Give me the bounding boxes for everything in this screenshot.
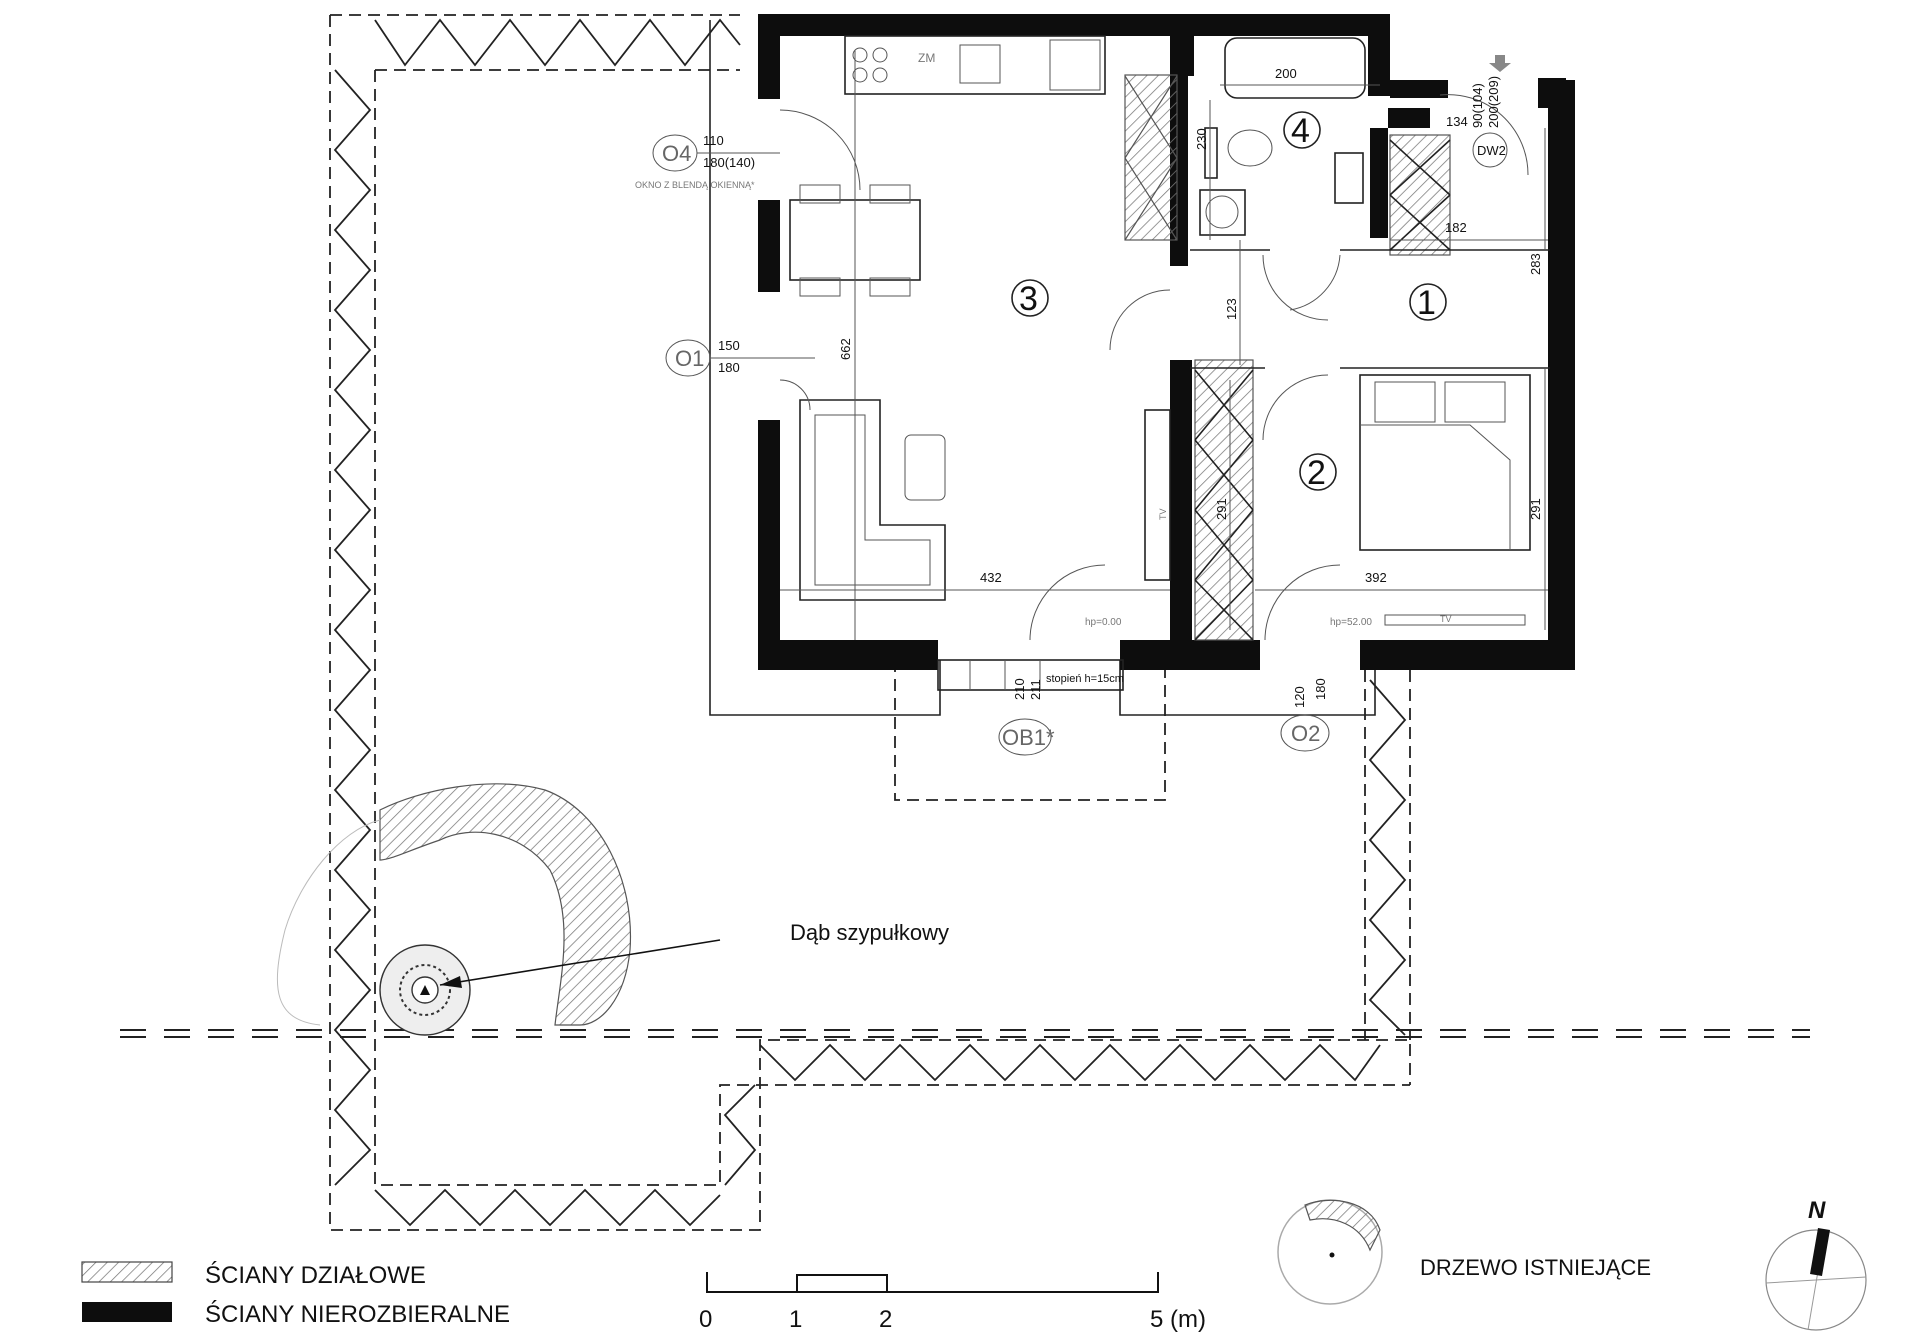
dim-bedroom-depth: 291 xyxy=(1528,498,1543,520)
level-living: hp=0.00 xyxy=(1085,617,1122,628)
legend-partition-walls: ŚCIANY DZIAŁOWE xyxy=(205,1261,426,1289)
dim-hall-depth: 283 xyxy=(1528,253,1543,275)
scale-tick-2: 2 xyxy=(879,1306,892,1333)
dim-bedroom-width: 392 xyxy=(1365,570,1387,585)
level-bedroom: hp=52.00 xyxy=(1330,617,1372,628)
doors xyxy=(779,94,1529,641)
entry-arrow-icon xyxy=(1489,55,1511,72)
balcony-step-note: stopień h=15cm xyxy=(1046,673,1124,685)
window-04-height: 180(140) xyxy=(703,155,755,170)
fridge-label: ZM xyxy=(918,51,935,65)
window-02-width: 120 xyxy=(1292,686,1307,708)
dim-bedroom-depth-inner: 291 xyxy=(1214,498,1229,520)
existing-tree-label: DRZEWO ISTNIEJĄCE xyxy=(1420,1255,1651,1280)
scale-tick-0: 0 xyxy=(699,1306,712,1333)
legend-structural-walls: ŚCIANY NIEROZBIERALNE xyxy=(205,1300,510,1328)
window-02-height: 180 xyxy=(1313,678,1328,700)
room-2-label: 2 xyxy=(1307,454,1326,492)
north-arrow xyxy=(1765,1228,1867,1331)
balcony-door-height: 211 xyxy=(1028,679,1043,700)
structural-wall-swatch xyxy=(82,1302,172,1322)
window-01-height: 180 xyxy=(718,360,740,375)
scale-tick-1: 1 xyxy=(789,1306,802,1333)
tv-label-living: TV xyxy=(1158,508,1168,520)
partition-walls xyxy=(1124,74,1550,641)
balcony-step xyxy=(937,659,1124,691)
dim-entry-depth: 134 xyxy=(1446,114,1468,129)
room-3-label: 3 xyxy=(1019,280,1038,318)
legend: ŚCIANY DZIAŁOWE ŚCIANY NIEROZBIERALNE xyxy=(81,1261,510,1328)
partition-wall-swatch xyxy=(81,1261,173,1283)
window-01-tag: O1 xyxy=(675,346,704,371)
dim-bath-width: 200 xyxy=(1275,66,1297,81)
terrace-outline xyxy=(709,20,1376,801)
structural-walls xyxy=(758,14,1575,670)
oak-label: Dąb szypułkowy xyxy=(790,920,949,945)
entry-door-height: 200(209) xyxy=(1486,76,1501,128)
dim-bath-depth: 230 xyxy=(1194,128,1209,150)
scale-tick-5: 5 (m) xyxy=(1150,1306,1206,1333)
window-02-tag: O2 xyxy=(1291,721,1320,746)
existing-tree-symbol xyxy=(1277,1199,1383,1305)
balcony-door-tag: OB1* xyxy=(1002,725,1055,750)
dimension-lines xyxy=(780,50,1548,640)
dim-living-height: 662 xyxy=(838,338,853,360)
furniture xyxy=(789,35,1531,626)
room-1-label: 1 xyxy=(1417,284,1436,322)
window-04-tag: O4 xyxy=(662,141,691,166)
scale-bar: 0 1 2 5 (m) xyxy=(699,1272,1206,1333)
north-label: N xyxy=(1808,1197,1826,1224)
dim-hall-passage: 123 xyxy=(1224,298,1239,320)
dim-living-width: 432 xyxy=(980,570,1002,585)
window-04-width: 110 xyxy=(703,133,724,148)
window-01-width: 150 xyxy=(718,338,740,353)
entry-door-tag: DW2 xyxy=(1477,143,1506,158)
garden-boundary xyxy=(120,14,1810,1231)
entry-door-width: 90(104) xyxy=(1470,83,1485,128)
balcony-door-width: 210 xyxy=(1012,678,1027,700)
oak-tree xyxy=(276,783,721,1036)
dim-hall-width: 182 xyxy=(1445,220,1467,235)
opening-tags: O4 110 180(140) OKNO Z BLENDĄ OKIENNĄ* O… xyxy=(635,55,1511,756)
tv-label-bedroom: TV xyxy=(1440,614,1452,624)
room-4-label: 4 xyxy=(1291,112,1310,150)
north-pointer-icon xyxy=(1810,1228,1830,1276)
window-04-note: OKNO Z BLENDĄ OKIENNĄ* xyxy=(635,180,755,190)
room-labels: 3 1 2 4 xyxy=(1011,111,1447,492)
